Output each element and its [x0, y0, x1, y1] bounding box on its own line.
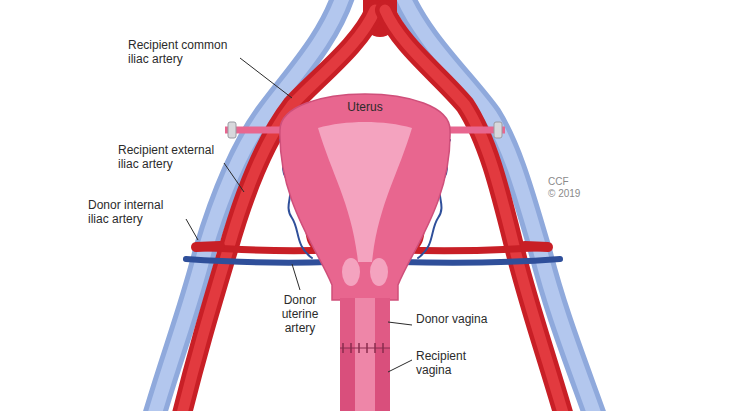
veins: [150, 0, 600, 411]
watermark: © 2019: [548, 188, 608, 200]
part-label: Recipient vagina: [416, 349, 496, 377]
leader-lines: [186, 58, 412, 372]
vagina: [340, 298, 390, 411]
part-label: Donor uterine artery: [268, 293, 332, 335]
watermark: CCF: [548, 176, 608, 188]
part-label: Recipient external iliac artery: [118, 143, 222, 171]
uterus-organ: [280, 94, 450, 300]
part-label: Recipient common iliac artery: [128, 38, 240, 66]
arteries: [178, 0, 568, 411]
part-label: Donor vagina: [416, 312, 496, 326]
organ-label: Uterus: [330, 100, 400, 114]
part-label: Donor internal iliac artery: [88, 198, 184, 226]
